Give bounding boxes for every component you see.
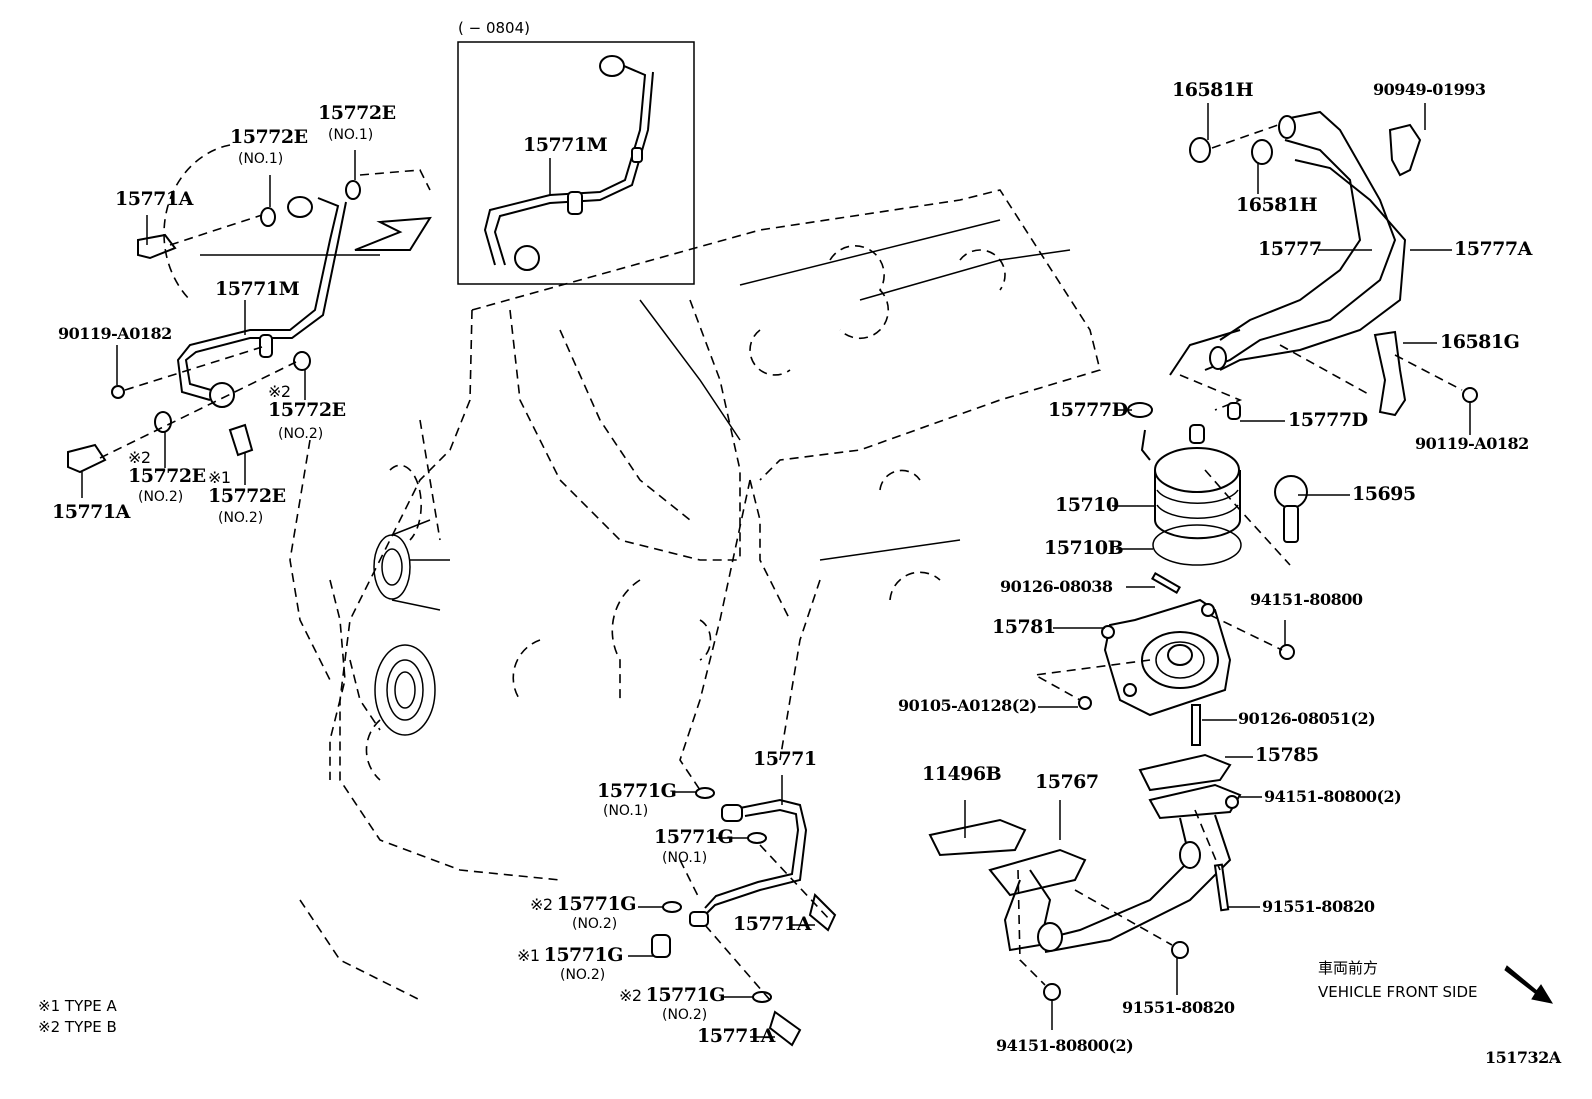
legend-text: TYPE B [64, 1018, 117, 1036]
engine-block-outline [289, 189, 1101, 1001]
part-label[interactable]: 16581H [1172, 79, 1254, 101]
part-number: 15771G [556, 893, 637, 915]
legend-mark: ※1 [38, 997, 61, 1015]
part-label[interactable]: 90105-A0128(2) [898, 696, 1037, 715]
part-label[interactable]: 16581G [1440, 331, 1520, 353]
part-label[interactable]: 91551-80820 [1262, 897, 1375, 916]
part-sub-label: (NO.2) [138, 489, 184, 505]
part-sub-label: (NO.1) [603, 803, 649, 819]
part-sub-label: (NO.2) [278, 426, 324, 442]
part-label[interactable]: 94151-80800(2) [1264, 787, 1402, 806]
part-label[interactable]: 15771A [115, 188, 193, 210]
part-label[interactable]: 15771A [52, 501, 130, 523]
part-number: 15772E [268, 399, 346, 421]
part-number: 15772E [208, 485, 286, 507]
part-label[interactable]: 90126-08038 [1000, 577, 1113, 596]
part-label[interactable]: 15771A [697, 1025, 775, 1047]
part-label[interactable]: 90119-A0182 [58, 324, 172, 343]
part-number: 15771G [543, 944, 624, 966]
part-sub-label: (NO.1) [238, 151, 284, 167]
part-number: 15772E [128, 465, 206, 487]
part-label[interactable]: 15777A [1454, 238, 1532, 260]
type-mark: ※2 [268, 382, 291, 401]
part-label[interactable]: 15777D [1048, 399, 1128, 421]
vehicle-front-label-en: VEHICLE FRONT SIDE [1318, 983, 1478, 1001]
part-sub-label: (NO.2) [560, 967, 606, 983]
crank-pulley [373, 519, 450, 736]
part-number: 15771G [645, 984, 726, 1006]
legend-mark: ※2 [38, 1018, 61, 1036]
part-label[interactable]: 90119-A0182 [1415, 434, 1529, 453]
type-mark: ※1 [517, 946, 540, 965]
pipe-15771m [67, 144, 432, 474]
vehicle-front-label-jp: 車両前方 [1318, 959, 1379, 977]
part-label[interactable]: 15777D [1288, 409, 1368, 431]
part-label[interactable]: 15785 [1255, 744, 1319, 766]
part-label[interactable]: 15771M [215, 278, 300, 300]
type-mark: ※2 [530, 895, 553, 914]
type-mark: ※2 [128, 448, 151, 467]
arrow-down-right-icon [1504, 965, 1554, 1004]
part-label[interactable]: 11496B [922, 763, 1002, 785]
type-mark: ※1 [208, 468, 231, 487]
part-label[interactable]: 15710 [1055, 494, 1119, 516]
inset-box [457, 41, 695, 285]
oil-filter-bracket-15781 [1032, 598, 1295, 746]
pipe-15771 [651, 479, 837, 1047]
part-label[interactable]: 90126-08051(2) [1238, 709, 1376, 728]
part-label[interactable]: 15781 [992, 616, 1056, 638]
legend-text: TYPE A [64, 997, 117, 1015]
type-mark: ※2 [619, 986, 642, 1005]
part-label[interactable]: 15767 [1035, 771, 1099, 793]
part-label[interactable]: 15771G [597, 780, 677, 802]
part-label[interactable]: 94151-80800(2) [996, 1036, 1134, 1055]
oil-cooler-15710 [1127, 402, 1308, 594]
part-label-15771m-inset[interactable]: 15771M [523, 134, 608, 156]
part-label[interactable]: 94151-80800 [1250, 590, 1363, 609]
part-label[interactable]: 90949-01993 [1373, 80, 1486, 99]
inset-range-label: ( − 0804) [458, 19, 530, 37]
part-sub-label: (NO.2) [218, 510, 264, 526]
part-label[interactable]: 15772E [318, 102, 396, 124]
leader-lines [81, 103, 1471, 1038]
part-sub-label: (NO.1) [328, 127, 374, 143]
part-label[interactable]: 15777 [1258, 238, 1322, 260]
diagram-code: 151732A [1485, 1048, 1561, 1067]
legend-item: ※2 TYPE B [38, 1018, 117, 1036]
hoses-15777 [1169, 110, 1478, 417]
part-sub-label: (NO.2) [662, 1007, 708, 1023]
part-label[interactable]: 15710B [1044, 537, 1124, 559]
part-label[interactable]: 15772E [230, 126, 308, 148]
part-label[interactable]: 15771G [654, 826, 734, 848]
part-sub-label: (NO.2) [572, 916, 618, 932]
legend-item: ※1 TYPE A [38, 997, 117, 1015]
part-label[interactable]: 91551-80820 [1122, 998, 1235, 1017]
part-label[interactable]: 15771 [753, 748, 817, 770]
part-sub-label: (NO.1) [662, 850, 708, 866]
part-label[interactable]: 15695 [1352, 483, 1416, 505]
part-label[interactable]: 16581H [1236, 194, 1318, 216]
part-label[interactable]: 15771A [733, 913, 811, 935]
